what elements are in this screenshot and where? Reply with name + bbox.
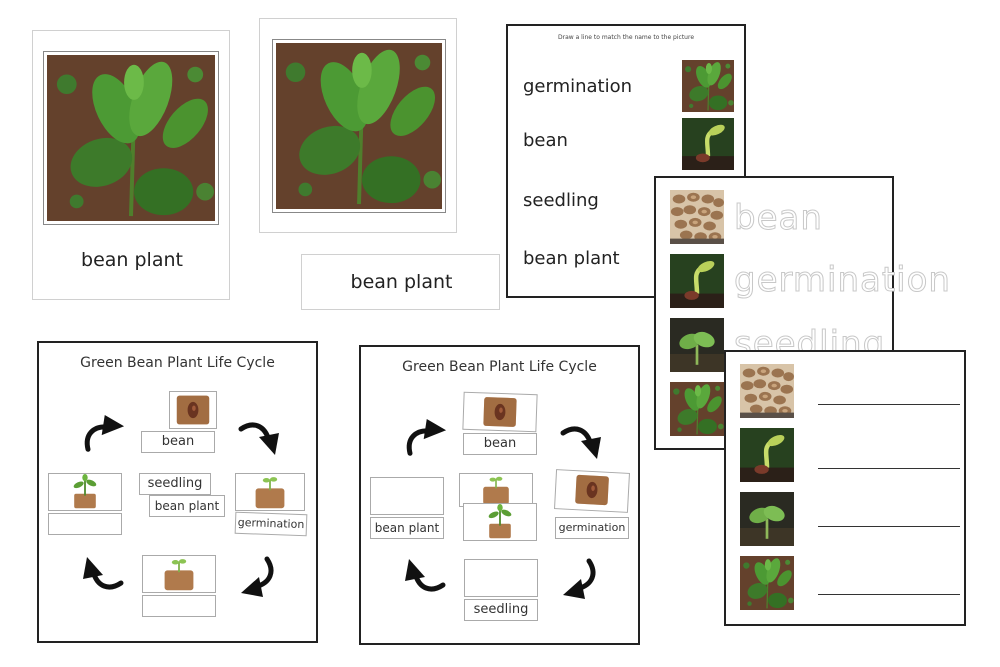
seedling-label-card: seedling <box>464 599 538 621</box>
match-word-bean-plant: bean plant <box>523 248 620 269</box>
writing-line <box>818 468 960 469</box>
trace-word-bean: bean <box>734 198 823 239</box>
bean-plant-photo <box>272 39 446 213</box>
germination-image-card <box>554 469 630 513</box>
bean-plant-thumbnail <box>670 382 724 436</box>
cycle-arrow-icon <box>83 553 127 597</box>
sprout-thumbnail <box>670 254 724 308</box>
empty-label-slot <box>48 513 122 535</box>
empty-label-slot <box>142 595 216 617</box>
match-word-seedling: seedling <box>523 190 599 211</box>
life-cycle-sheet-right: Green Bean Plant Life Cycle bean germina… <box>359 345 640 645</box>
sprout-thumbnail <box>740 428 794 482</box>
writing-line <box>818 594 960 595</box>
seedling-image-card <box>142 555 216 593</box>
bean-plant-label-card: bean plant <box>301 254 500 310</box>
seedling-thumbnail <box>670 318 724 372</box>
cycle-arrow-icon <box>395 413 451 469</box>
bean-plant-picture-card <box>259 18 457 233</box>
germination-label-card: germination <box>555 517 629 539</box>
germination-image-card <box>235 473 305 511</box>
bean-plant-label-card: bean plant <box>370 517 444 539</box>
bean-label-card: bean <box>141 431 215 453</box>
germination-thumbnail <box>682 60 734 112</box>
bean-plant-thumbnail <box>740 556 794 610</box>
match-word-bean: bean <box>523 130 568 151</box>
cycle-arrow-icon <box>557 419 601 463</box>
bean-plant-card-1: bean plant <box>32 30 230 300</box>
life-cycle-sheet-left: Green Bean Plant Life Cycle bean germina… <box>37 341 318 643</box>
bean-plant-image-card <box>48 473 122 511</box>
bean-plant-image-card <box>463 503 537 541</box>
bean-label-card: bean <box>463 433 537 455</box>
matching-worksheet: Draw a line to match the name to the pic… <box>506 24 746 298</box>
empty-image-slot <box>370 477 444 515</box>
life-cycle-title: Green Bean Plant Life Cycle <box>80 355 275 371</box>
cycle-arrow-icon <box>559 555 603 599</box>
writing-worksheet <box>724 350 966 626</box>
writing-line <box>818 526 960 527</box>
writing-line <box>818 404 960 405</box>
germination-label-card: germination <box>234 511 308 537</box>
worksheet-instruction: Draw a line to match the name to the pic… <box>557 34 695 41</box>
card-label: bean plant <box>81 249 183 271</box>
match-word-germination: germination <box>523 76 633 97</box>
seedling-thumbnail <box>740 492 794 546</box>
card-label: bean plant <box>350 271 453 293</box>
seedling-label-card: seedling <box>139 473 211 495</box>
germination-image-card <box>459 473 533 507</box>
beans-thumbnail <box>670 190 724 244</box>
cycle-arrow-icon <box>235 415 279 459</box>
cycle-arrow-icon <box>405 555 449 599</box>
bean-image-card <box>462 391 538 433</box>
bean-plant-photo <box>43 51 219 225</box>
bean-image-card <box>169 391 217 429</box>
sprout-thumbnail <box>682 118 734 170</box>
empty-image-slot <box>464 559 538 597</box>
cycle-arrow-icon <box>237 553 281 597</box>
life-cycle-title: Green Bean Plant Life Cycle <box>402 359 597 375</box>
beans-thumbnail <box>740 364 794 418</box>
cycle-arrow-icon <box>73 409 129 465</box>
trace-word-germination: germination <box>734 260 951 301</box>
bean-plant-label-card: bean plant <box>149 495 225 517</box>
